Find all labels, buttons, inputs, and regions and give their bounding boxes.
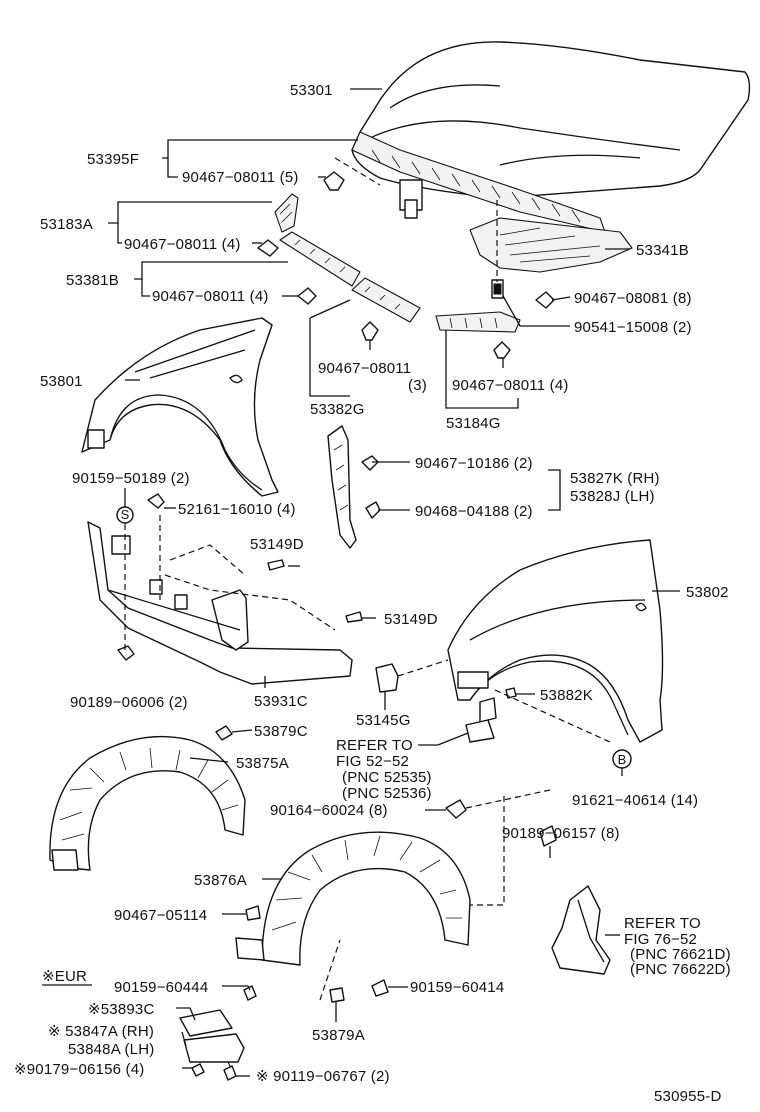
label-53381B: 53381B xyxy=(66,272,119,289)
refer-52-line4: (PNC 52536) xyxy=(342,785,432,802)
marker-b-label: B xyxy=(618,752,627,767)
label-53828J-lh: 53828J (LH) xyxy=(570,488,655,505)
label-53802: 53802 xyxy=(686,584,729,601)
right-fender-53802 xyxy=(447,539,664,743)
seal-53381B xyxy=(279,231,361,287)
label-53848A-lh: 53848A (LH) xyxy=(68,1041,154,1058)
label-90467-08011-5: 90467−08011 (5) xyxy=(182,169,299,186)
refer-76-line1: REFER TO xyxy=(624,915,701,932)
eur-note: ※EUR xyxy=(42,968,87,985)
label-53801: 53801 xyxy=(40,373,83,390)
label-53395F: 53395F xyxy=(87,151,139,168)
clip-53145G xyxy=(375,663,517,743)
label-90189-06157-8: 90189−06157 (8) xyxy=(502,825,620,842)
label-53876A: 53876A xyxy=(194,872,247,889)
seal-53382G xyxy=(351,277,421,323)
label-90467-05114: 90467−05114 xyxy=(114,907,207,924)
pads-53149D xyxy=(267,559,363,623)
label-53882K: 53882K xyxy=(540,687,593,704)
label-53879C: 53879C xyxy=(254,723,308,740)
label-53183A: 53183A xyxy=(40,216,93,233)
label-90159-50189-2: 90159−50189 (2) xyxy=(72,470,190,487)
label-53184G: 53184G xyxy=(446,415,501,432)
refer-52-line2: FIG 52−52 xyxy=(336,753,409,770)
label-90467-08011-4a: 90467−08011 (4) xyxy=(124,236,241,253)
fender-liner-53876A xyxy=(235,831,471,1003)
leader-lines xyxy=(108,88,680,1077)
label-53149D-b: 53149D xyxy=(384,611,438,628)
seal-53183A xyxy=(274,193,299,233)
marker-s: S xyxy=(116,506,134,524)
mudguard xyxy=(551,885,611,975)
label-53149D-a: 53149D xyxy=(250,536,304,553)
hood-insulator xyxy=(469,217,633,299)
dashed-guides xyxy=(124,157,611,1071)
callout-labels: 53301 53395F 90467−08011 (5) 53183A 9046… xyxy=(14,82,731,1105)
eur-brackets xyxy=(179,1009,245,1063)
label-90164-60024-8: 90164−60024 (8) xyxy=(270,802,388,819)
label-90179-06156-4: ※90179−06156 (4) xyxy=(14,1061,144,1078)
refer-76-line4: (PNC 76622D) xyxy=(630,961,731,978)
label-90467-10186-2: 90467−10186 (2) xyxy=(415,455,533,472)
refer-52-line3: (PNC 52535) xyxy=(342,769,432,786)
hood-front-strip xyxy=(351,131,606,233)
label-90467-08081-8: 90467−08081 (8) xyxy=(574,290,692,307)
label-90541-15008-2: 90541−15008 (2) xyxy=(574,319,692,336)
label-90468-04188-2: 90468−04188 (2) xyxy=(415,503,533,520)
left-fender-53801 xyxy=(81,317,279,497)
bumper-reinforcement-53931C xyxy=(87,521,353,685)
label-53382G: 53382G xyxy=(310,401,365,418)
clip-icons-top xyxy=(257,171,555,359)
refer-76-line2: FIG 76−52 xyxy=(624,931,697,948)
label-90159-60444: 90159−60444 xyxy=(114,979,208,996)
marker-s-label: S xyxy=(121,507,130,522)
label-53341B: 53341B xyxy=(636,242,689,259)
fender-liner-53875A xyxy=(49,735,246,871)
fender-bracket-53827K xyxy=(327,425,381,549)
label-53145G: 53145G xyxy=(356,712,411,729)
hood-panel xyxy=(351,41,751,199)
refer-76-line3: (PNC 76621D) xyxy=(630,946,731,963)
label-53301: 53301 xyxy=(290,82,333,99)
label-90467-08011-4c: 90467−08011 (4) xyxy=(452,377,569,394)
label-53893C: ※53893C xyxy=(88,1001,155,1018)
diagram-id: 530955-D xyxy=(654,1088,721,1105)
label-91621-40614-14: 91621−40614 (14) xyxy=(572,792,698,809)
label-52161-16010-4: 52161−16010 (4) xyxy=(178,501,296,518)
label-53847A-rh: ※ 53847A (RH) xyxy=(48,1023,154,1040)
label-90159-60414: 90159−60414 xyxy=(410,979,504,996)
label-qty-3: (3) xyxy=(408,377,427,394)
label-53875A: 53875A xyxy=(236,755,289,772)
label-90119-06767-2: ※ 90119−06767 (2) xyxy=(256,1068,390,1085)
label-90467-08011-4b: 90467−08011 (4) xyxy=(152,288,269,305)
marker-b: B xyxy=(612,749,632,769)
label-90189-06006-2: 90189−06006 (2) xyxy=(70,694,188,711)
label-53931C: 53931C xyxy=(254,693,308,710)
refer-52-line1: REFER TO xyxy=(336,737,413,754)
label-53879A: 53879A xyxy=(312,1027,365,1044)
label-90467-08011-3: 90467−08011 xyxy=(318,360,411,377)
label-53827K-rh: 53827K (RH) xyxy=(570,470,660,487)
seal-53184G xyxy=(435,311,521,333)
